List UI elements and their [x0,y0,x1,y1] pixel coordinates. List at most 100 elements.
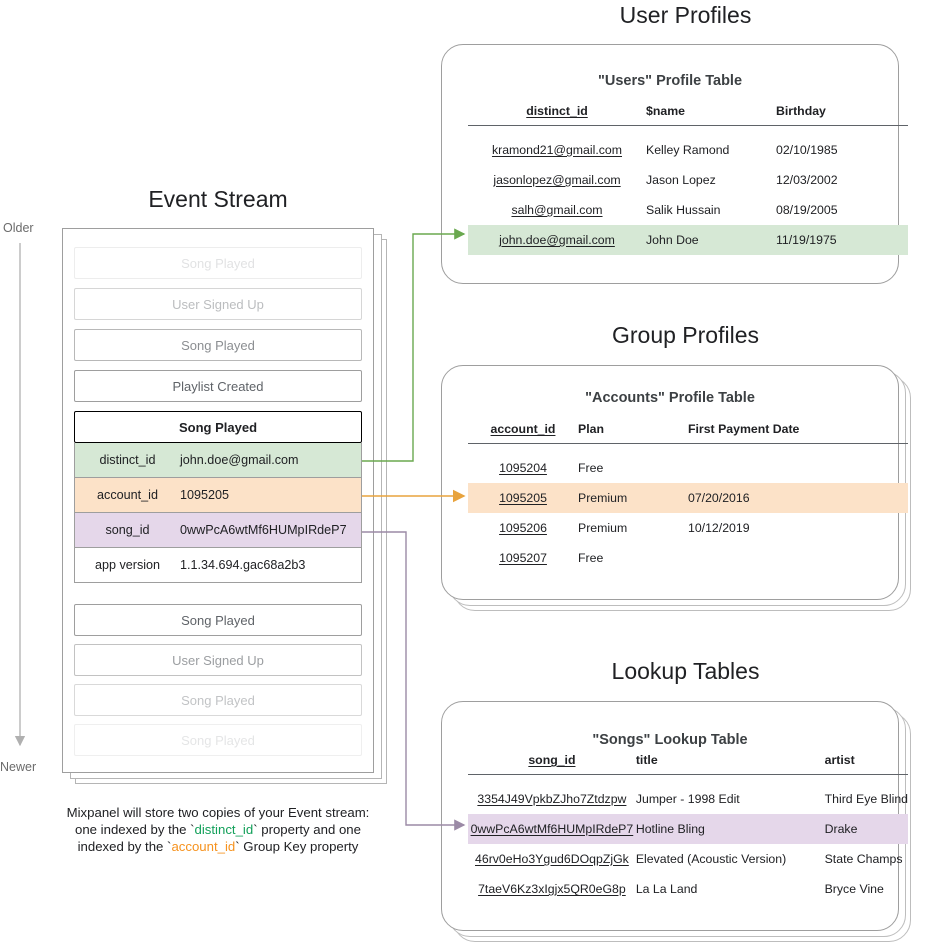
column-header-plan: Plan [578,422,604,436]
cell-birthday: 02/10/1985 [776,143,838,157]
property-key: account_id [97,488,158,502]
property-value: 0wwPcA6wtMf6HUMpIRdeP7 [180,523,347,537]
event-card-label: Song Played [181,692,255,708]
event-stream-title: Event Stream [148,186,288,212]
cell-account-id: 1095206 [499,521,547,535]
cell-artist: Drake [824,814,908,844]
table-row[interactable]: jasonlopez@gmail.com Jason Lopez 12/03/2… [468,165,908,195]
cell-artist: Third Eye Blind [824,792,908,806]
cell-first-payment-date: 07/20/2016 [688,483,908,513]
group-profiles-title: Group Profiles [611,322,759,348]
caption-line-2-suffix: ` property and one [253,822,361,837]
event-card[interactable]: Playlist Created [74,370,362,402]
cell-name: Kelley Ramond [646,143,730,157]
cell-plan: Premium [578,521,628,535]
event-card-label: User Signed Up [172,296,264,312]
cell-name: John Doe [646,225,776,255]
table-header-row: account_id Plan First Payment Date [468,422,908,444]
cell-artist: State Champs [824,852,903,866]
users-table-title: "Users" Profile Table [597,73,743,89]
cell-title: Jumper - 1998 Edit [635,792,740,806]
cell-song-id: 3354J49VpkbZJho7Ztdzpw [477,792,627,806]
event-card-label: Playlist Created [172,378,264,394]
event-card[interactable]: User Signed Up [74,288,362,320]
cell-plan: Free [578,461,604,475]
cell-artist: Bryce Vine [824,882,884,896]
cell-song-id: 46rv0eHo3Ygud6DOqpZjGk [475,852,629,866]
cell-account-id: 1095205 [468,483,578,513]
table-row[interactable]: 1095207 Free [468,543,908,573]
accounts-profile-table: account_id Plan First Payment Date 10952… [468,422,908,573]
accounts-profile-panel [441,365,899,600]
table-row-highlighted[interactable]: 1095205 Premium 07/20/2016 [468,483,908,513]
event-property-row-app-version[interactable]: app version 1.1.34.694.gac68a2b3 [74,548,362,583]
cell-account-id: 1095204 [499,461,547,475]
cell-plan: Premium [578,483,688,513]
focused-event-name: Song Played [178,419,258,435]
table-row[interactable]: 1095206 Premium 10/12/2019 [468,513,908,543]
caption-line-3-suffix: ` Group Key property [235,839,359,854]
table-row[interactable]: 3354J49VpkbZJho7Ztdzpw Jumper - 1998 Edi… [468,784,908,814]
caption-distinct-id-token: distinct_id [194,822,254,837]
event-property-row-account-id[interactable]: account_id 1095205 [74,478,362,513]
user-profiles-title: User Profiles [619,2,752,28]
event-card[interactable]: Song Played [74,329,362,361]
table-row[interactable]: kramond21@gmail.com Kelley Ramond 02/10/… [468,135,908,165]
table-row[interactable]: 7taeV6Kz3xIgjx5QR0eG8p La La Land Bryce … [468,874,908,904]
event-card-label: Song Played [181,255,255,271]
table-row[interactable]: salh@gmail.com Salik Hussain 08/19/2005 [468,195,908,225]
property-value: 1095205 [180,488,230,502]
column-header-artist: artist [824,753,855,767]
column-header-account-id: account_id [490,422,556,436]
column-header-title: title [635,753,658,767]
event-property-row-song-id[interactable]: song_id 0wwPcA6wtMf6HUMpIRdeP7 [74,513,362,548]
caption-line-3: indexed by the `account_id` Group Key pr… [40,838,396,855]
event-card[interactable]: User Signed Up [74,644,362,676]
event-stream-caption: Mixpanel will store two copies of your E… [40,804,396,855]
songs-table-title: "Songs" Lookup Table [592,732,748,748]
caption-line-2-prefix: one indexed by the ` [75,822,195,837]
cell-title: Hotline Bling [635,814,825,844]
caption-account-id-token: account_id [171,839,236,854]
cell-birthday: 08/19/2005 [776,203,838,217]
event-property-row-distinct-id[interactable]: distinct_id john.doe@gmail.com [74,443,362,478]
table-row[interactable]: 46rv0eHo3Ygud6DOqpZjGk Elevated (Acousti… [468,844,908,874]
accounts-table-title: "Accounts" Profile Table [585,390,755,406]
cell-song-id: 7taeV6Kz3xIgjx5QR0eG8p [478,882,626,896]
event-card[interactable]: Song Played [74,247,362,279]
cell-birthday: 11/19/1975 [776,225,908,255]
focused-event-header[interactable]: Song Played [74,411,362,443]
table-header-row: distinct_id $name Birthday [468,104,908,126]
caption-line-3-prefix: indexed by the ` [77,839,172,854]
cell-first-payment-date: 10/12/2019 [688,521,750,535]
timeline-newer-label: Newer [0,760,37,774]
event-card-label: Song Played [181,612,255,628]
cell-distinct-id: salh@gmail.com [511,203,603,217]
event-card[interactable]: Song Played [74,604,362,636]
table-row-highlighted[interactable]: 0wwPcA6wtMf6HUMpIRdeP7 Hotline Bling Dra… [468,814,908,844]
cell-first-payment-date [688,543,908,573]
property-value: john.doe@gmail.com [180,453,299,467]
lookup-tables-title: Lookup Tables [611,658,760,684]
table-row[interactable]: 1095204 Free [468,453,908,483]
column-header-birthday: Birthday [776,104,826,118]
cell-plan: Free [578,551,604,565]
caption-line-1: Mixpanel will store two copies of your E… [66,805,370,820]
event-card[interactable]: Song Played [74,724,362,756]
cell-name: Salik Hussain [646,203,721,217]
property-key: song_id [105,523,150,537]
property-key: distinct_id [99,453,156,467]
property-key: app version [94,558,161,572]
cell-title: Elevated (Acoustic Version) [635,852,787,866]
column-header-name: $name [646,104,685,118]
cell-song-id: 0wwPcA6wtMf6HUMpIRdeP7 [468,814,636,844]
cell-first-payment-date [688,453,908,483]
cell-account-id: 1095207 [499,551,547,565]
caption-line-2: one indexed by the `distinct_id` propert… [40,821,396,838]
cell-birthday: 12/03/2002 [776,173,838,187]
event-card[interactable]: Song Played [74,684,362,716]
table-row-highlighted[interactable]: john.doe@gmail.com John Doe 11/19/1975 [468,225,908,255]
column-header-distinct-id: distinct_id [526,104,588,118]
property-value: 1.1.34.694.gac68a2b3 [180,558,306,572]
cell-distinct-id: kramond21@gmail.com [491,143,623,157]
